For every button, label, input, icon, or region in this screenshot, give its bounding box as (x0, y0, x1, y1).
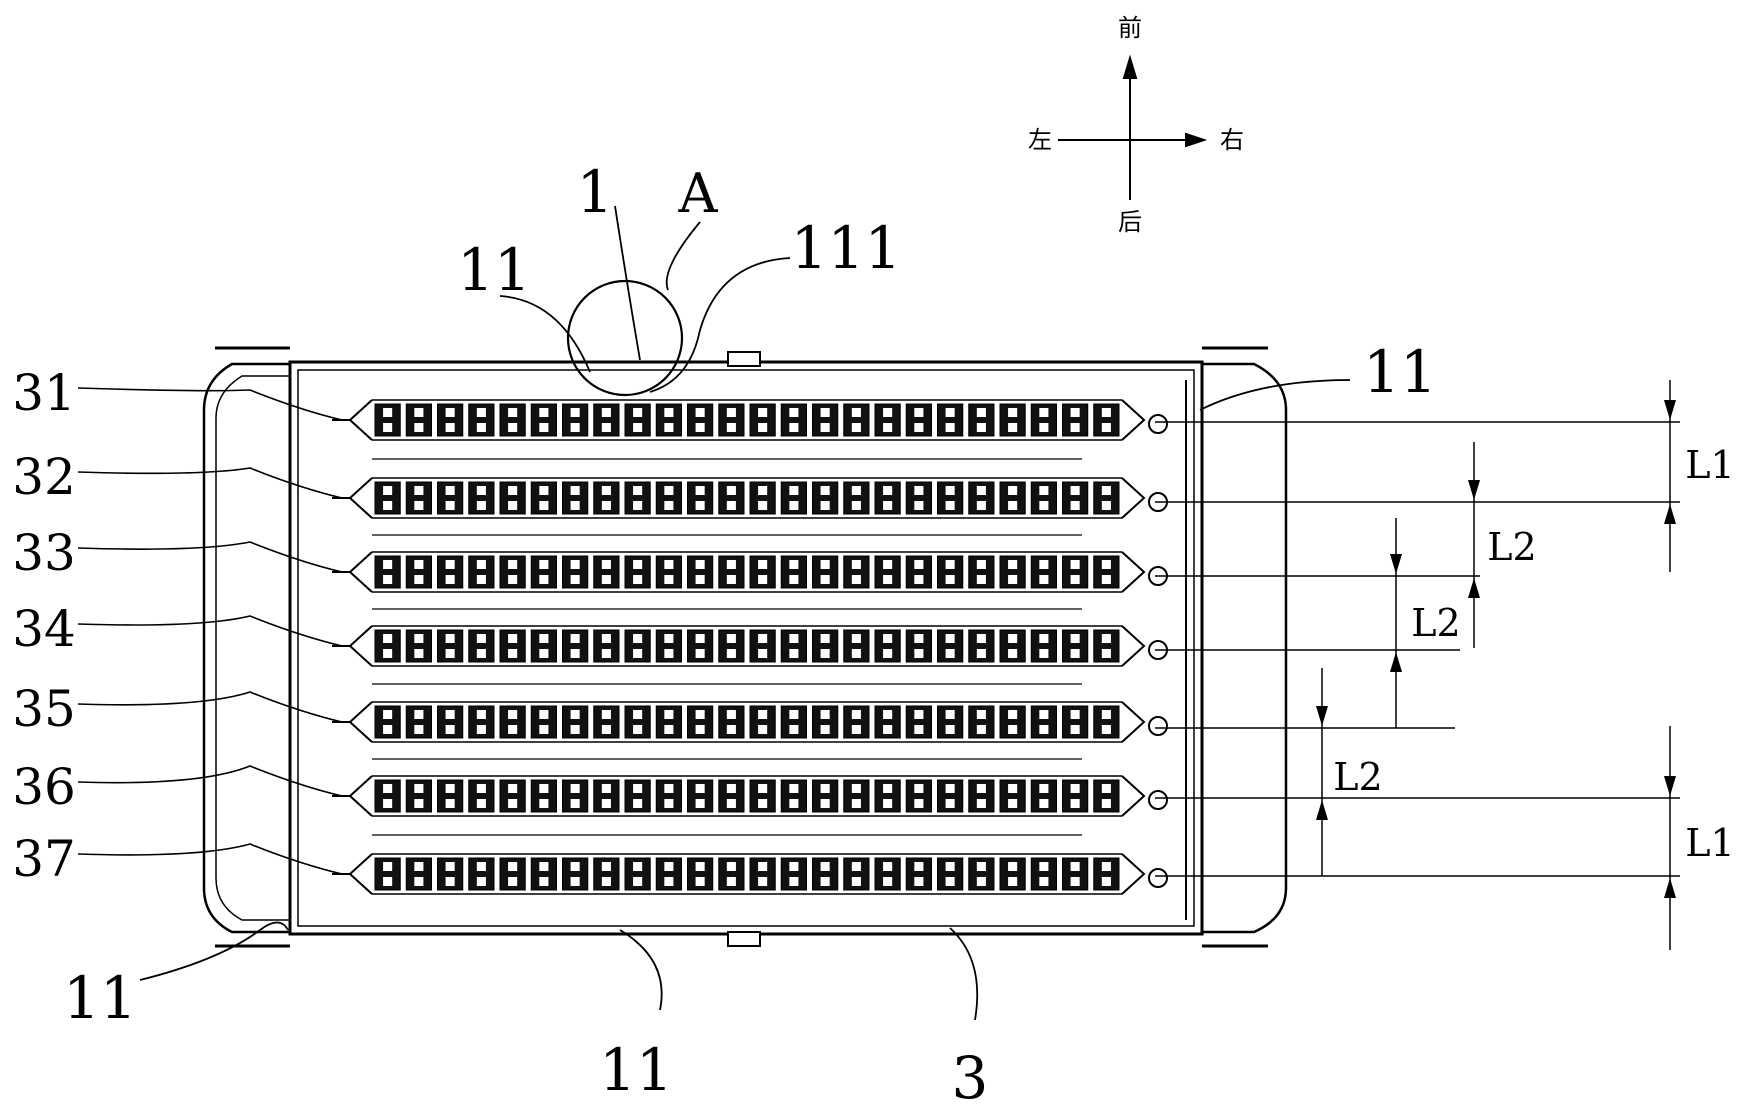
cell-block (655, 705, 682, 739)
detail-circle (566, 279, 684, 397)
dim-l2-a: L2 (1487, 525, 1536, 569)
dimension-lines (1155, 380, 1680, 950)
compass-front: 前 (1118, 14, 1142, 42)
row-label: 32 (12, 448, 76, 506)
left-handle (202, 362, 290, 934)
arrow-right-icon (1185, 132, 1208, 148)
row-labels: 31 32 33 34 35 36 37 (12, 364, 76, 888)
cell-row (332, 477, 1168, 519)
leader-lines (139, 205, 1351, 1021)
label-part-11-right: 11 (1363, 338, 1437, 406)
label-part-111: 111 (791, 214, 902, 282)
cell-row (332, 701, 1168, 743)
cell-row (332, 775, 1168, 817)
row-leader-lines (77, 387, 343, 875)
label-part-1: 1 (577, 158, 614, 226)
row-label: 34 (12, 600, 76, 658)
compass-back: 后 (1118, 208, 1142, 236)
row-label: 35 (12, 680, 76, 738)
right-handle (1202, 362, 1288, 934)
label-part-11-bottom: 11 (599, 1036, 673, 1104)
row-label: 31 (12, 364, 76, 422)
bottom-knob (727, 931, 761, 947)
label-part-3: 3 (952, 1044, 989, 1112)
cell-row (332, 853, 1168, 895)
cell-row (332, 399, 1168, 441)
compass-right: 右 (1220, 126, 1244, 154)
cell-row (332, 551, 1168, 593)
label-part-11-top: 11 (457, 236, 531, 304)
row-label: 37 (12, 830, 76, 888)
direction-compass (1058, 54, 1208, 200)
label-detail-a: A (678, 162, 719, 225)
row-label: 33 (12, 524, 76, 582)
cell-row (332, 625, 1168, 667)
cell-rows (332, 399, 1168, 895)
arrow-up-icon (1122, 54, 1138, 79)
cell-block (874, 555, 901, 589)
compass-left: 左 (1028, 126, 1052, 154)
label-part-11-left: 11 (63, 964, 137, 1032)
dimension-arrows (1316, 400, 1676, 898)
row-label: 36 (12, 758, 76, 816)
dim-l2-b: L2 (1411, 601, 1460, 645)
dim-l2-c: L2 (1333, 755, 1382, 799)
dim-l1-bottom: L1 (1685, 821, 1734, 865)
top-knob (727, 351, 761, 367)
dim-l1-top: L1 (1685, 443, 1734, 487)
